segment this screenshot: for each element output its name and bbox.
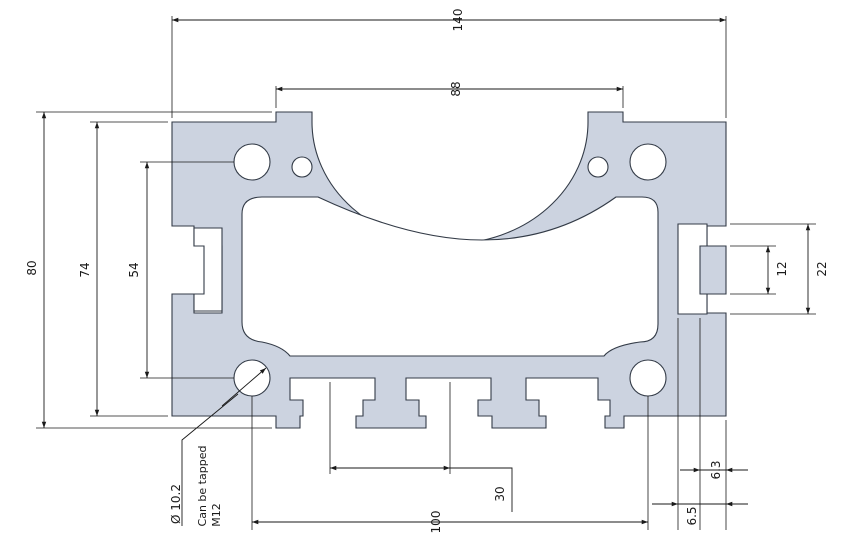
inner-cavity xyxy=(241,196,659,357)
relief-right xyxy=(587,156,609,178)
label-100: 100 xyxy=(429,511,443,534)
label-diameter: Ø 10.2 xyxy=(169,484,183,524)
hole-top-right xyxy=(629,143,667,181)
right-slot-cavity xyxy=(677,223,708,315)
label-6-3: 6.3 xyxy=(709,460,723,479)
dimension-lines xyxy=(41,17,811,526)
label-can-be-tapped: Can be tapped xyxy=(196,446,209,527)
label-12: 12 xyxy=(775,261,789,276)
left-slot-cavity xyxy=(193,227,223,312)
hole-bottom-right xyxy=(629,359,667,397)
relief-left xyxy=(291,156,313,178)
label-30: 30 xyxy=(493,486,507,501)
label-54: 54 xyxy=(127,262,141,277)
label-80: 80 xyxy=(25,260,39,275)
dimension-labels: 140 88 80 74 54 22 12 30 100 6.3 6.5 Ø 1… xyxy=(25,9,829,534)
label-140: 140 xyxy=(451,9,465,32)
label-88: 88 xyxy=(449,81,463,96)
label-22: 22 xyxy=(815,261,829,276)
hole-top-left xyxy=(233,143,271,181)
label-m12: M12 xyxy=(210,503,223,527)
label-74: 74 xyxy=(78,262,92,277)
label-6-5: 6.5 xyxy=(685,506,699,525)
diameter-leader xyxy=(181,393,239,526)
profile-section xyxy=(171,111,727,429)
extension-lines xyxy=(36,16,816,530)
